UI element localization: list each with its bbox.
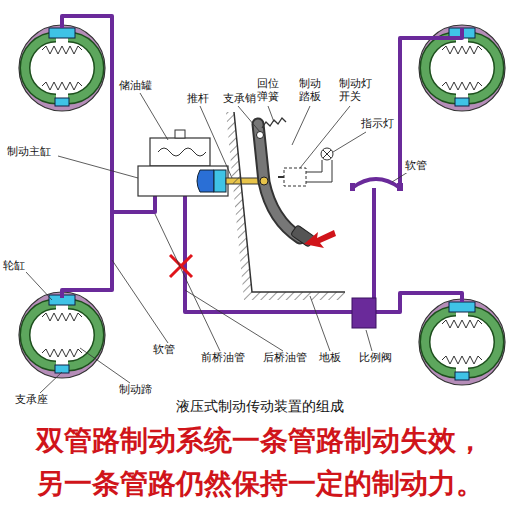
part-label: 制动灯开关 — [338, 78, 375, 103]
part-label: 轮缸 — [2, 260, 26, 273]
proportioning-valve — [352, 298, 376, 328]
part-label: 地板 — [318, 352, 342, 365]
reservoir — [150, 138, 210, 166]
part-label: 制动踏板 — [298, 78, 324, 103]
failure-mark — [170, 255, 192, 277]
brake-light-switch — [284, 168, 306, 186]
part-label: 储油罐 — [118, 80, 153, 93]
push-rod — [226, 178, 262, 184]
part-label: 指示灯 — [360, 118, 395, 131]
part-label: 比例阀 — [358, 352, 393, 365]
force-arrow — [304, 230, 336, 248]
part-label: 推杆 — [186, 93, 210, 106]
master-cylinder — [138, 166, 228, 196]
part-label: 制动蹄 — [118, 384, 153, 397]
return-spring — [262, 118, 286, 128]
figure-caption: 液压式制动传动装置的组成 — [175, 398, 345, 414]
brake-drum — [19, 292, 105, 378]
brake-drum — [419, 299, 505, 385]
part-label: 制动主缸 — [6, 146, 52, 159]
leader-lines — [26, 93, 408, 393]
note-text: 双管路制动系统一条管路制动失效， — [35, 425, 485, 457]
part-label: 前桥油管 — [200, 352, 246, 365]
part-label: 软管 — [152, 344, 176, 357]
brake-drum — [19, 25, 105, 111]
floor — [234, 112, 345, 292]
note-text: 另一条管路仍然保持一定的制动力。 — [35, 468, 485, 500]
part-label: 回位弹簧 — [256, 78, 282, 103]
brake-pipes — [62, 16, 462, 312]
part-label: 支承销 — [222, 93, 257, 106]
indicator-lamp — [321, 148, 333, 160]
part-label: 软管 — [404, 160, 428, 173]
part-label: 后桥油管 — [262, 352, 308, 365]
part-label: 支承座 — [14, 394, 49, 407]
